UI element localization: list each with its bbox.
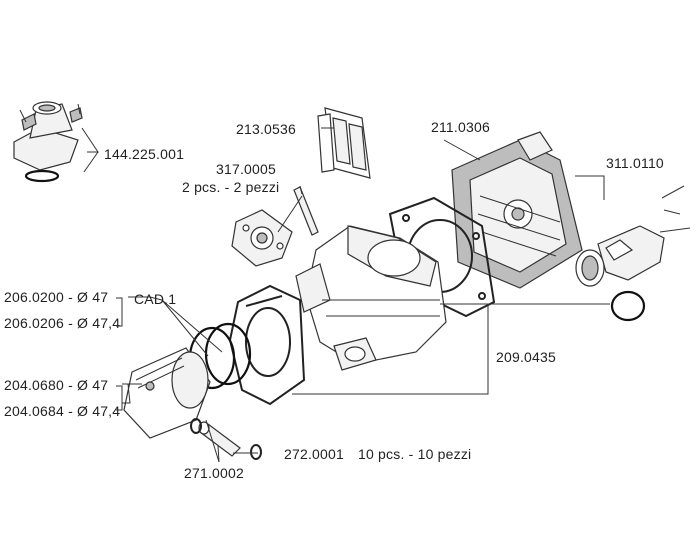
piston-icon <box>123 347 211 439</box>
label-intake-manifold: 144.225.001 <box>104 146 184 162</box>
label-cad: CAD.1 <box>134 291 176 307</box>
cylinder-head-icon <box>451 131 583 289</box>
label-reed-valve: 213.0536 <box>236 121 296 137</box>
label-ring-474: 206.0206 - Ø 47,4 <box>4 315 120 331</box>
label-pin-code: 271.0002 <box>184 465 244 481</box>
label-studs-code: 317.0005 <box>216 161 276 177</box>
label-studs-qty: 2 pcs. - 2 pezzi <box>182 179 279 195</box>
reed-flange-icon <box>231 209 293 267</box>
label-piston-474: 204.0684 - Ø 47,4 <box>4 403 120 419</box>
label-gasket-set: 209.0435 <box>496 349 556 365</box>
label-water-fitting: 311.0110 <box>606 155 664 171</box>
label-head: 211.0306 <box>431 119 490 135</box>
intake-manifold-icon <box>13 101 83 183</box>
leader-lines <box>81 127 610 463</box>
cylinder-icon <box>295 225 447 371</box>
label-piston-47: 204.0680 - Ø 47 <box>4 377 108 393</box>
label-ring-47: 206.0200 - Ø 47 <box>4 289 108 305</box>
base-gasket-icon <box>228 284 306 406</box>
piston-pin-icon <box>198 421 241 457</box>
water-fitting-icon <box>597 185 691 281</box>
o-ring-icon <box>610 290 646 322</box>
hose-clamp-icon <box>575 249 605 287</box>
circlip-icon <box>190 418 262 460</box>
reed-block-icon <box>317 107 371 179</box>
stud-icon <box>293 186 319 236</box>
label-clip-qty: 10 pcs. - 10 pezzi <box>358 446 471 462</box>
label-clip-code: 272.0001 <box>284 446 344 462</box>
